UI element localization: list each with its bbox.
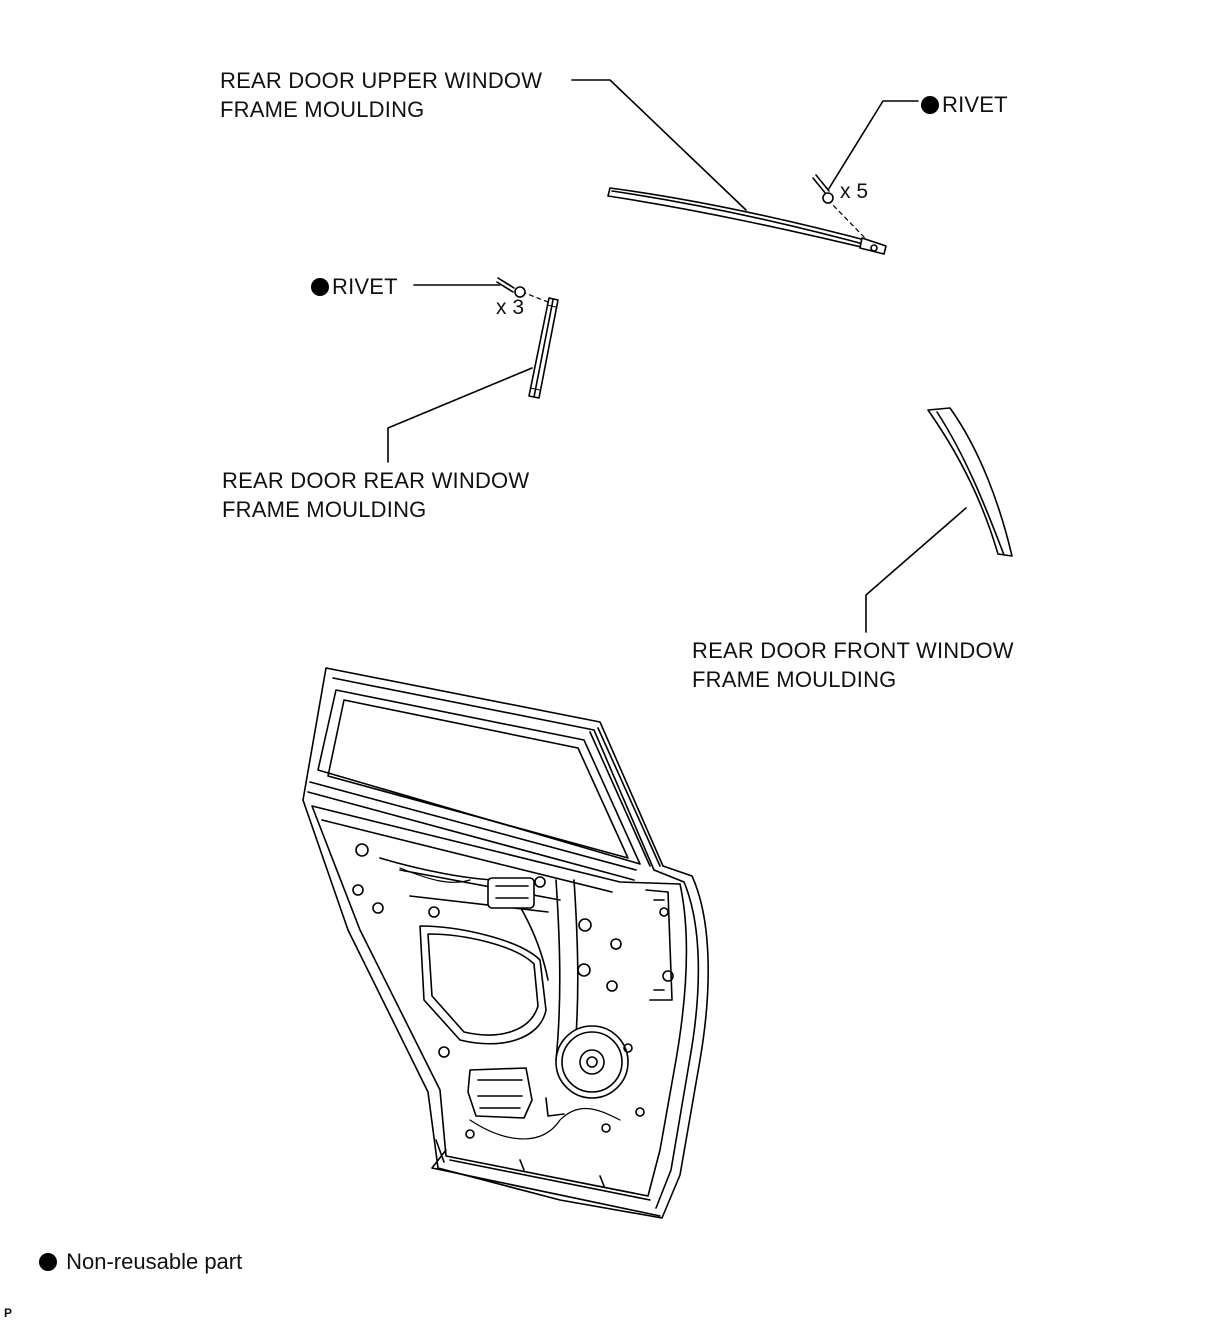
- rivet-rear-part: [496, 277, 526, 298]
- label-front-moulding-line1: REAR DOOR FRONT WINDOW: [692, 638, 1014, 663]
- label-qty-rear: x 3: [496, 296, 525, 319]
- label-rear-moulding: REAR DOOR REAR WINDOW FRAME MOULDING: [222, 466, 529, 524]
- leader-upper-moulding: [571, 79, 747, 211]
- label-front-moulding: REAR DOOR FRONT WINDOW FRAME MOULDING: [692, 636, 1014, 694]
- rear-door-shell: [302, 667, 709, 1219]
- legend: Non-reusable part: [39, 1249, 242, 1275]
- label-rear-moulding-line2: FRAME MOULDING: [222, 497, 427, 522]
- non-reusable-dot-icon: [921, 96, 939, 114]
- non-reusable-dot-icon: [39, 1253, 57, 1271]
- label-rivet-upper-text: RIVET: [942, 92, 1008, 117]
- label-upper-moulding-line2: FRAME MOULDING: [220, 97, 425, 122]
- figure-code: P: [4, 1306, 13, 1320]
- leader-rivet-upper: [827, 100, 919, 191]
- upper-window-frame-moulding: [607, 187, 887, 255]
- label-front-moulding-line2: FRAME MOULDING: [692, 667, 897, 692]
- rear-window-frame-moulding: [528, 297, 559, 399]
- label-rivet-rear-text: RIVET: [332, 274, 398, 299]
- label-upper-moulding: REAR DOOR UPPER WINDOW FRAME MOULDING: [220, 66, 542, 124]
- label-upper-moulding-line1: REAR DOOR UPPER WINDOW: [220, 68, 543, 93]
- non-reusable-dot-icon: [311, 278, 329, 296]
- label-rivet-upper: RIVET: [921, 90, 1008, 119]
- rivet-guide-rear: [521, 291, 549, 303]
- label-rear-moulding-line1: REAR DOOR REAR WINDOW: [222, 468, 530, 493]
- leader-rear-moulding: [387, 367, 533, 463]
- rivet-upper-part: [812, 174, 834, 204]
- legend-text: Non-reusable part: [66, 1249, 243, 1274]
- leader-front-moulding: [865, 507, 967, 633]
- label-rivet-rear: RIVET: [311, 272, 398, 301]
- label-qty-upper: x 5: [840, 180, 869, 203]
- front-window-frame-moulding: [927, 407, 1013, 557]
- rivet-guide-upper: [827, 199, 866, 239]
